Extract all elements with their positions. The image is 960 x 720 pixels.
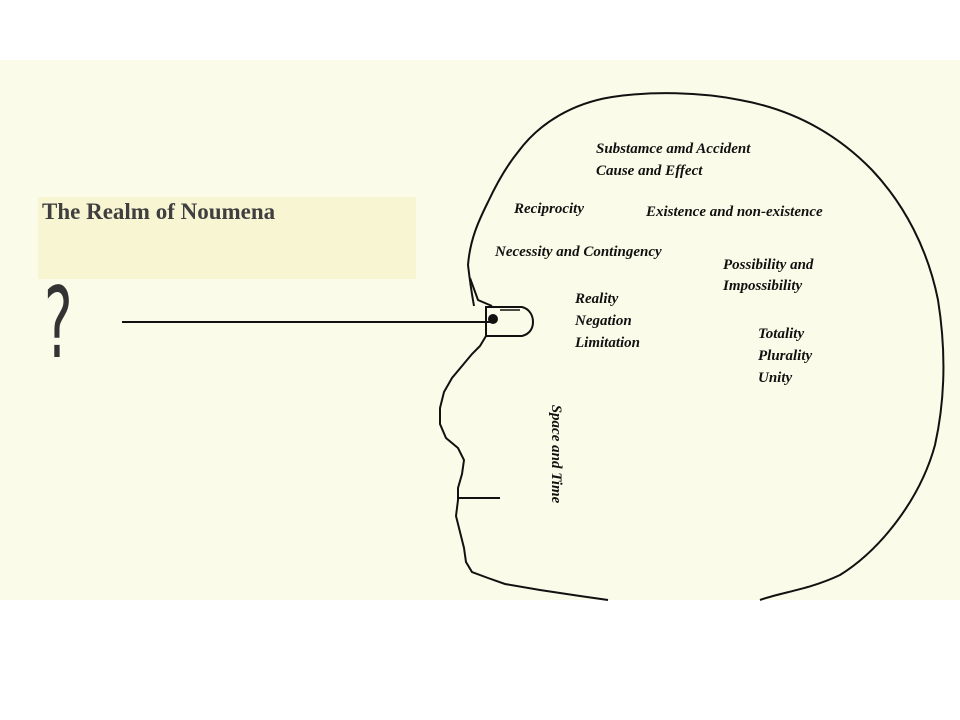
category-reciprocity: Reciprocity [514,201,584,217]
category-cause-effect: Cause and Effect [596,163,703,179]
category-necessity: Necessity and Contingency [495,244,662,260]
category-negation: Negation [575,313,632,329]
category-possibility-line2: Impossibility [723,278,803,294]
title-box [38,197,416,279]
head-profile [466,92,945,601]
category-plurality: Plurality [758,348,813,364]
brow-line [469,277,493,307]
diagram-background [0,60,960,600]
question-mark: ? [44,267,73,381]
category-reality: Reality [575,291,619,307]
diagram-title: The Realm of Noumena [42,199,276,224]
category-substance-accident: Substamce amd Accident [596,141,751,157]
category-limitation: Limitation [575,335,641,351]
eye-pupil [488,314,498,324]
eye-shape [485,306,535,337]
category-existence: Existence and non-existence [646,204,823,220]
face-profile [439,335,609,601]
category-totality: Totality [758,326,805,342]
category-possibility-line1: Possibility and [723,257,814,273]
space-time-label: Space and Time [548,404,564,504]
category-unity: Unity [758,370,793,386]
